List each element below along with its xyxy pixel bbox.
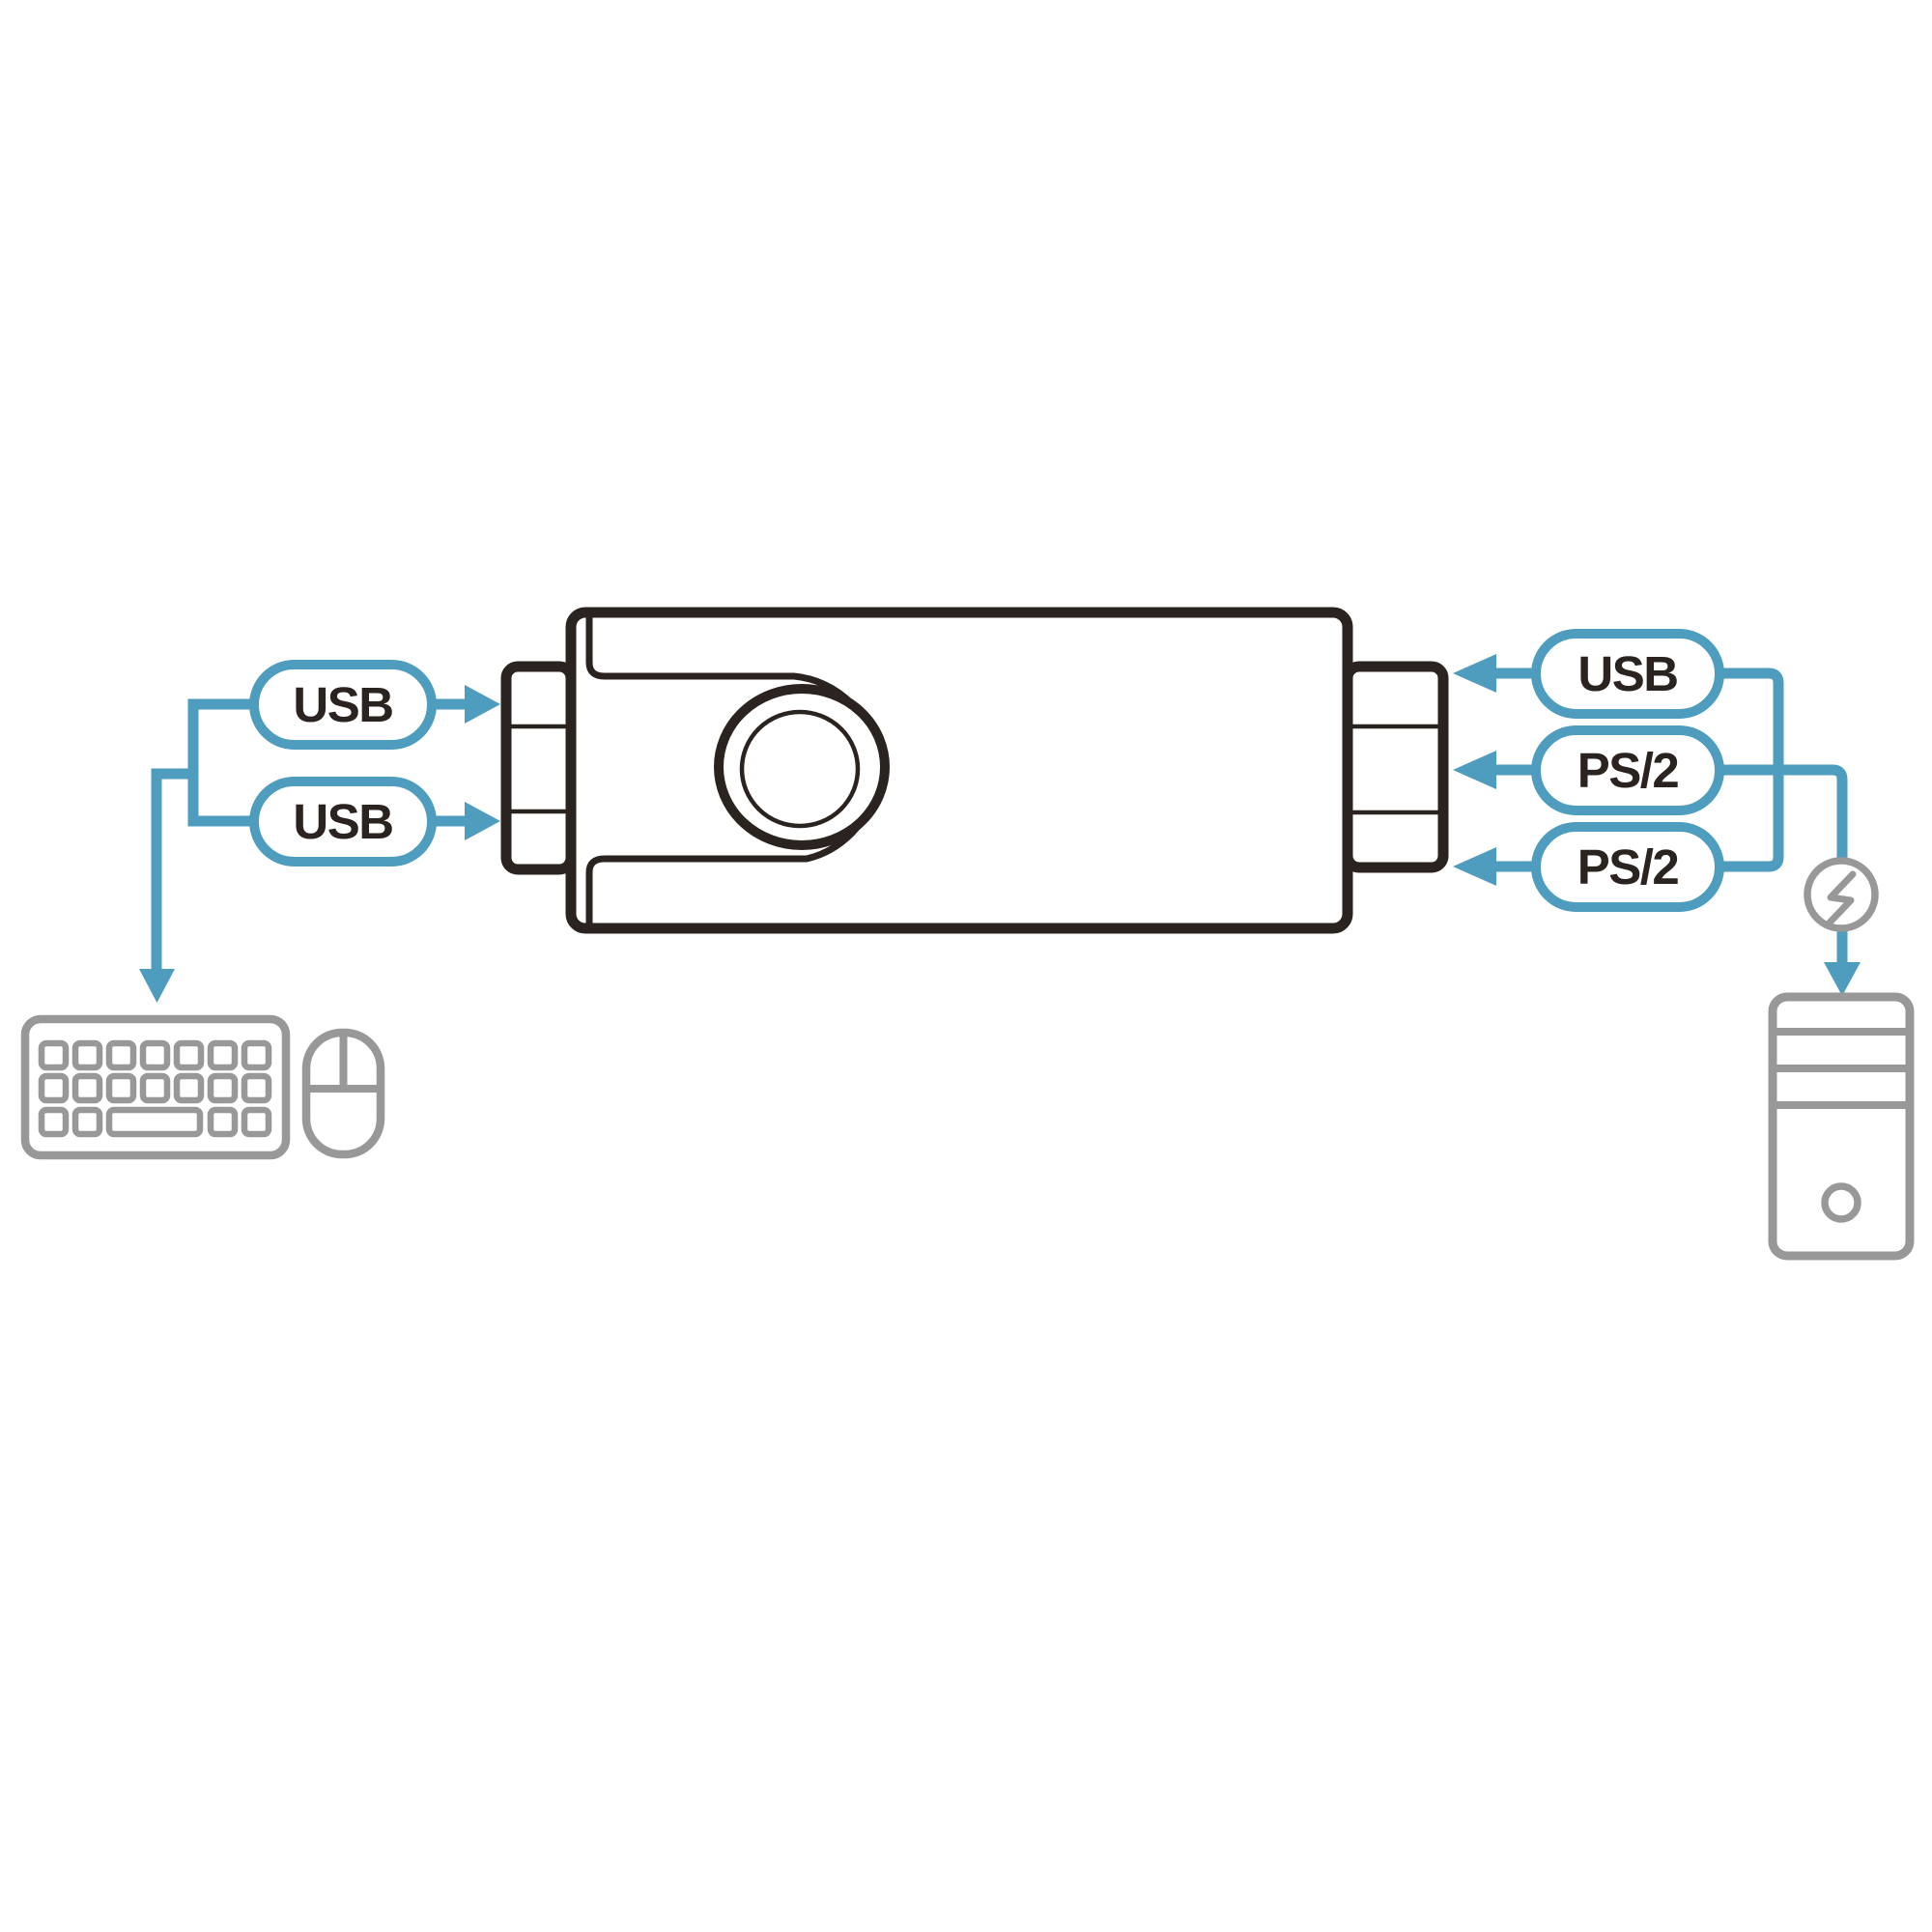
right-connector-dividers (1348, 724, 1443, 815)
keyboard-key (241, 1072, 272, 1104)
usb-port-pill: USB (249, 777, 437, 867)
keyboard-key (173, 1039, 205, 1071)
keyboard-key (71, 1106, 103, 1138)
pill-label: PS/2 (1577, 839, 1679, 895)
arrow-down-icon (139, 969, 175, 1003)
keyboard-key (105, 1072, 137, 1104)
keyboard-key (241, 1106, 272, 1138)
keyboard-key (38, 1106, 70, 1138)
keyboard-key (207, 1106, 239, 1138)
keyboard-key (207, 1039, 239, 1071)
console-port-pills: USB USB (249, 660, 437, 867)
pill-label: USB (293, 677, 392, 732)
keyboard-key (173, 1072, 205, 1104)
pill-label: USB (1577, 646, 1677, 701)
tower-drive-bays (1773, 1028, 1910, 1109)
usb-port-pill: USB (1531, 629, 1724, 719)
keyboard-key (71, 1039, 103, 1071)
keyboard-key (139, 1072, 171, 1104)
keyboard-key (139, 1039, 171, 1071)
arrow-left-icon (1453, 654, 1496, 693)
keyboard-key (207, 1072, 239, 1104)
pill-outline (249, 660, 437, 750)
keyboard-icon (20, 1014, 291, 1160)
pill-outline (1531, 629, 1724, 719)
console-drop-line (151, 768, 193, 969)
lightning-circle (1804, 857, 1879, 932)
mouse-icon (301, 1028, 385, 1159)
arrow-right-icon (465, 802, 500, 840)
ps2-port-pill: PS/2 (1531, 822, 1724, 912)
pill-outline (1531, 725, 1724, 815)
selector-button-inner (739, 709, 861, 829)
tower-power-button (1821, 1182, 1861, 1223)
pill-label: USB (293, 794, 392, 849)
computer-tower-icon (1768, 992, 1915, 1261)
arrow-down-icon (1824, 962, 1861, 996)
lightning-bolt (1826, 870, 1857, 926)
ps2-port-pill: PS/2 (1531, 725, 1724, 815)
mouse-button-dividers (306, 1033, 381, 1093)
keyboard-key (38, 1072, 70, 1104)
pill-outline (249, 777, 437, 867)
right-connector-block (1342, 661, 1449, 873)
computer-port-pills: USB PS/2 PS/2 (1531, 629, 1724, 912)
console-connections (139, 685, 500, 1003)
kvm-converter-device (500, 607, 1449, 934)
tower-body (1768, 992, 1915, 1261)
computer-connections (1453, 654, 1861, 996)
left-connector-dividers (506, 724, 571, 814)
left-connector-block (500, 661, 577, 875)
keyboard-key (71, 1072, 103, 1104)
keyboard-key (105, 1039, 137, 1071)
arrow-left-icon (1453, 751, 1496, 789)
keyboard-key (38, 1039, 70, 1071)
keyboard-spacebar (105, 1106, 204, 1138)
pill-label: PS/2 (1577, 743, 1679, 798)
arrow-right-icon (465, 685, 500, 724)
power-lightning-icon (1804, 857, 1879, 932)
usb-port-pill: USB (249, 660, 437, 750)
pill-outline (1531, 822, 1724, 912)
computer-drop-line (1719, 764, 1848, 962)
console-bracket-line (187, 698, 254, 827)
device-body (565, 607, 1353, 934)
arrow-left-icon (1453, 847, 1496, 886)
keyboard-key (241, 1039, 272, 1071)
